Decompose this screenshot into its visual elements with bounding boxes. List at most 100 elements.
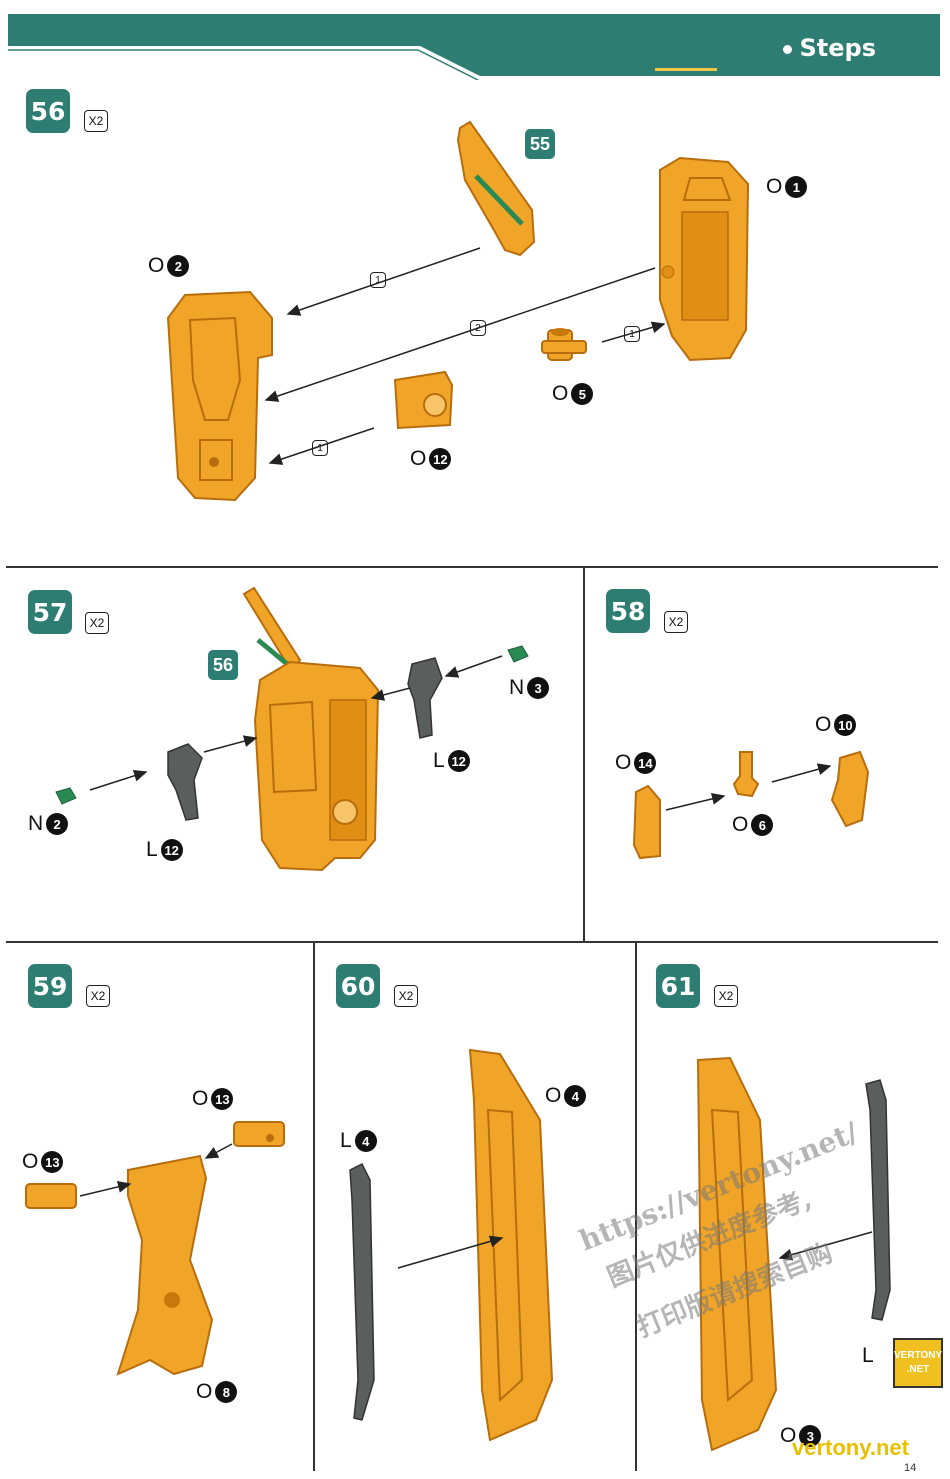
- part-letter: O: [552, 382, 569, 405]
- part-number: 8: [215, 1381, 238, 1403]
- quantity-text: X2: [90, 989, 106, 1003]
- quantity-badge: X2: [85, 612, 109, 634]
- part-number: 13: [211, 1088, 234, 1110]
- part-number: 6: [751, 814, 774, 836]
- part-number: 10: [834, 714, 857, 736]
- step-59-diagram: [25, 1121, 285, 1376]
- page-number: 14: [904, 1462, 917, 1474]
- part-number: 5: [571, 383, 594, 405]
- part-number: 4: [354, 1130, 377, 1152]
- part-letter: O: [410, 447, 427, 470]
- step-number-badge: 61: [656, 964, 700, 1008]
- step-number: 60: [340, 971, 376, 1001]
- section-label: Steps: [782, 34, 877, 62]
- part-letter: N: [28, 812, 44, 835]
- part-number: 3: [799, 1425, 822, 1447]
- watermark-footer: vertony.net: [792, 1435, 909, 1460]
- part-o5: [541, 328, 587, 361]
- arrow-tag-text: 1: [375, 274, 381, 286]
- part-o12: [393, 370, 454, 430]
- step-number-badge: 57: [28, 590, 72, 634]
- step-56-diagram: [166, 120, 750, 502]
- part-letter: L: [433, 749, 445, 772]
- vertony-logo: VERTONY .NET: [893, 1338, 943, 1388]
- part-letter: L: [340, 1129, 352, 1152]
- part-number: 13: [41, 1151, 64, 1173]
- quantity-text: X2: [88, 114, 104, 128]
- step-60-diagram: [349, 1048, 554, 1442]
- part-number: 3: [527, 677, 550, 699]
- divider: [635, 941, 637, 1471]
- part-number: 2: [167, 255, 190, 277]
- part-letter: O: [196, 1380, 213, 1403]
- step-number: 61: [660, 971, 696, 1001]
- header-banner: [8, 14, 940, 81]
- quantity-badge: X2: [86, 985, 110, 1007]
- part-letter: O: [615, 751, 632, 774]
- part-number: 1: [785, 176, 808, 198]
- part-number: 14: [634, 752, 657, 774]
- part-letter: O: [815, 713, 832, 736]
- step-number: 58: [610, 596, 646, 626]
- part-number: 4: [564, 1085, 587, 1107]
- divider: [6, 566, 938, 568]
- arrow-tag-text: 2: [475, 322, 481, 334]
- vertony-logo-text: VERTONY .NET: [894, 1350, 943, 1375]
- part-number: 12: [429, 448, 452, 470]
- part-letter: O: [732, 813, 749, 836]
- section-label-text: Steps: [799, 34, 877, 62]
- step-reference-badge: 56: [208, 650, 238, 680]
- quantity-text: X2: [668, 615, 684, 629]
- part-number: 12: [447, 750, 470, 772]
- step-57-diagram: [55, 586, 529, 872]
- page-header: Steps: [0, 0, 950, 81]
- step-number-badge: 56: [26, 89, 70, 133]
- part-letter: O: [148, 254, 165, 277]
- arrow-tag-text: 1: [629, 328, 635, 340]
- quantity-text: X2: [398, 989, 414, 1003]
- step-number-badge: 59: [28, 964, 72, 1008]
- step-58-diagram: [632, 750, 870, 860]
- part-letter: O: [22, 1150, 39, 1173]
- part-55-sprue: [456, 120, 536, 257]
- step-number: 57: [32, 597, 68, 627]
- part-number: 2: [46, 813, 69, 835]
- quantity-badge: X2: [84, 110, 108, 132]
- bullet-icon: [782, 44, 792, 54]
- quantity-badge: X2: [394, 985, 418, 1007]
- part-letter: O: [192, 1087, 209, 1110]
- step-number: 56: [30, 96, 66, 126]
- divider: [583, 566, 585, 942]
- part-letter: O: [780, 1424, 797, 1447]
- step-61-diagram: [696, 1056, 891, 1452]
- part-letter: L: [862, 1344, 874, 1367]
- step-reference-badge: 55: [525, 129, 555, 159]
- arrow-tag-text: 1: [317, 442, 323, 454]
- arrow-step-tag: 1: [370, 272, 386, 288]
- part-letter: N: [509, 676, 525, 699]
- divider: [313, 941, 315, 1471]
- arrow-step-tag: 1: [312, 440, 328, 456]
- part-number: 12: [160, 839, 183, 861]
- divider: [6, 941, 938, 943]
- quantity-text: X2: [718, 989, 734, 1003]
- part-o2: [166, 290, 273, 502]
- part-o1: [659, 156, 750, 362]
- part-letter: O: [545, 1084, 562, 1107]
